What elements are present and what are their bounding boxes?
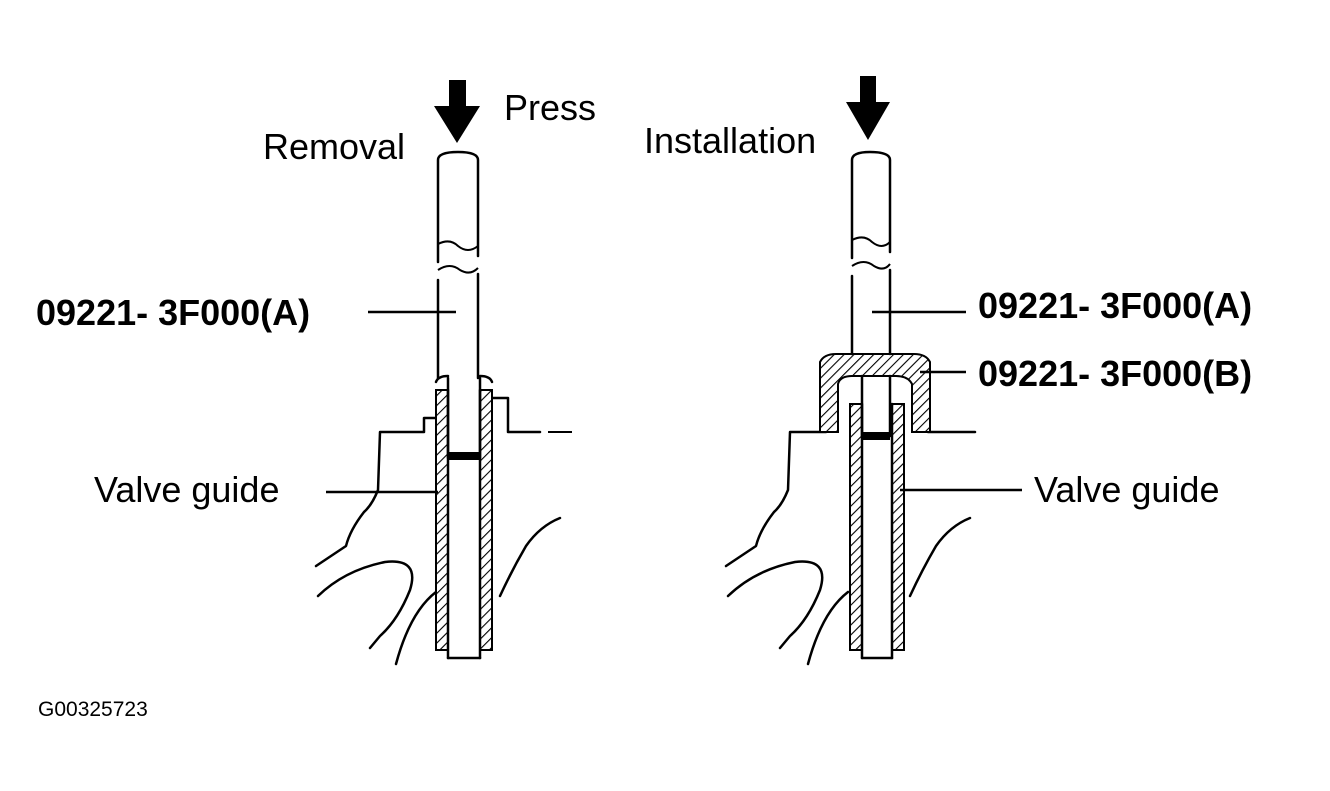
valve-guide-right-label: Valve guide [1034,469,1219,510]
press-label: Press [504,87,596,128]
valve-guide-wall-right [479,389,493,651]
press-arrow-icon [434,80,480,143]
valve-guide-wall-left [435,389,449,651]
valve-guide-wall-left-r [849,403,863,651]
port-curve [316,560,414,650]
tool-a-left [436,150,480,264]
removal-label: Removal [263,126,405,167]
tool-a-right-label: 09221- 3F000(A) [978,285,1252,326]
valve-guide-wall-right-r [891,403,905,651]
tool-b-right-label: 09221- 3F000(B) [978,353,1252,394]
press-arrow-icon-right [846,76,890,140]
installation-assembly [724,76,977,666]
installation-label: Installation [644,120,816,161]
removal-assembly [314,80,572,666]
tool-a-left-label: 09221- 3F000(A) [36,292,310,333]
tool-a-right [850,150,892,260]
cylinder-head-outline [314,416,438,568]
tool-b-cap [819,353,931,433]
valve-guide-left-label: Valve guide [94,469,279,510]
figure-id: G00325723 [38,698,148,721]
